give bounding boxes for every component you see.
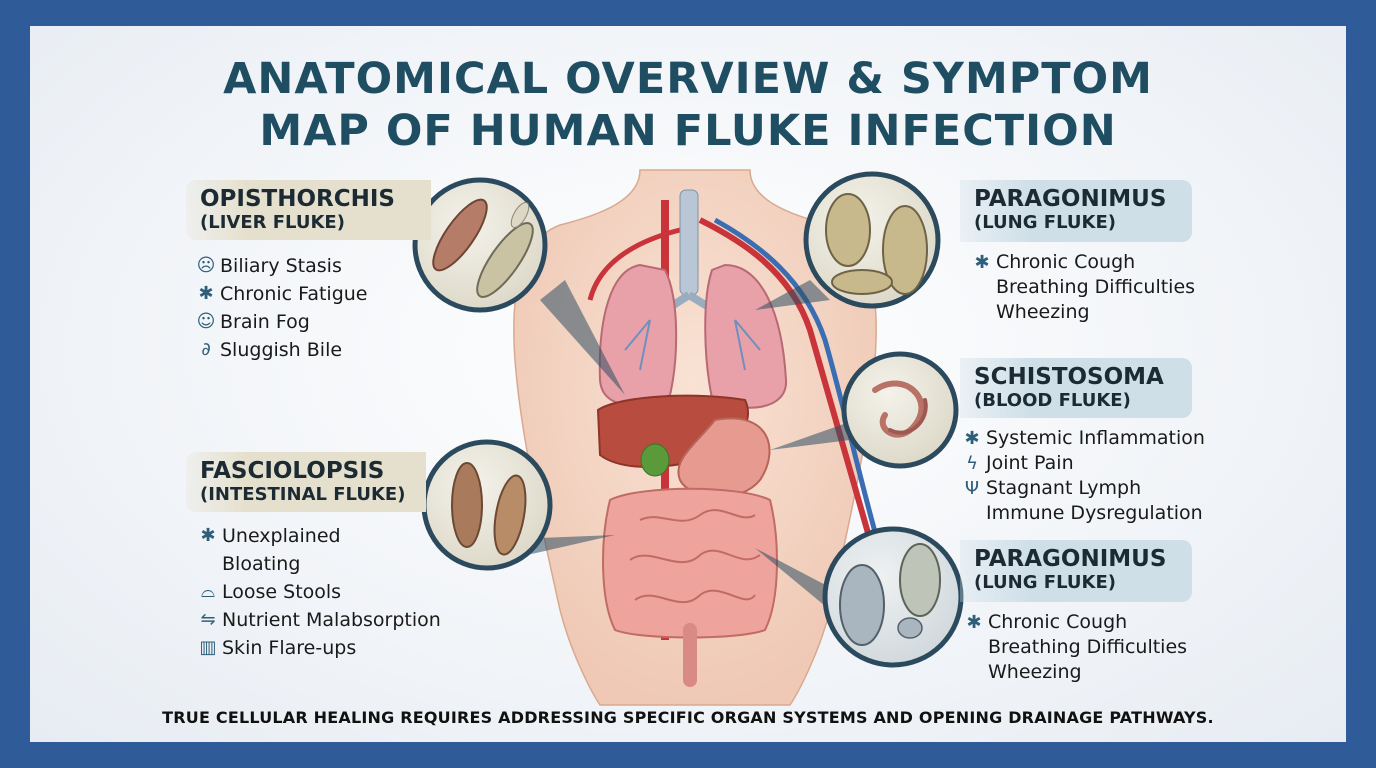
fasciolopsis-name: FASCIOLOPSIS	[200, 458, 385, 484]
symptom-item: ⇋Nutrient Malabsorption	[194, 606, 440, 634]
asterisk-icon: ✱	[966, 612, 982, 633]
stomach-icon: ∂	[201, 339, 211, 360]
liver-and-stomach	[596, 394, 771, 498]
opisthorchis-type: (LIVER FLUKE)	[200, 212, 345, 234]
schistosoma-magnifier	[841, 351, 959, 469]
symptom-item: ⌓Loose Stools	[194, 578, 441, 606]
paragonimus-bottom-label: PARAGONIMUS (LUNG FLUKE)	[960, 540, 1192, 602]
symptom-item: ☺Brain Fog	[192, 308, 367, 336]
symptom-item: Breathing Difficulties	[996, 276, 1196, 298]
opisthorchis-symptom-list: ☹Biliary Stasis ✱Chronic Fatigue ☺Brain …	[192, 252, 368, 364]
opisthorchis-label: OPISTHORCHIS (LIVER FLUKE)	[186, 180, 431, 240]
symptom-item: ✱Systemic Inflammation	[958, 426, 1204, 451]
absorption-icon: ⇋	[200, 609, 216, 630]
symptom-item: ∂Sluggish Bile	[192, 336, 367, 364]
asterisk-icon: ✱	[974, 252, 990, 273]
asterisk-icon: ✱	[964, 428, 980, 449]
asterisk-icon: ✱	[198, 283, 214, 304]
symptom-item: ✱Chronic Cough	[960, 610, 1187, 635]
paragonimus-bottom-magnifier	[822, 526, 964, 668]
symptom-item: ✱Chronic Fatigue	[192, 280, 367, 308]
paragonimus-bottom-symptom-list: ✱Chronic Cough Breathing Difficulties Wh…	[960, 610, 1187, 685]
main-title-line-1: ANATOMICAL OVERVIEW & SYMPTOM	[223, 54, 1153, 104]
symptom-item: Immune Dysregulation	[986, 502, 1203, 524]
symptom-item: Wheezing	[988, 661, 1082, 683]
lymph-icon: Ψ	[964, 478, 980, 499]
skin-icon: ▥	[199, 637, 217, 658]
main-title-line-2: MAP OF HUMAN FLUKE INFECTION	[259, 106, 1117, 156]
fasciolopsis-symptom-list: ✱Unexplained Bloating ⌓Loose Stools ⇋Nut…	[194, 522, 441, 662]
paragonimus-bottom-name: PARAGONIMUS	[974, 546, 1167, 572]
paragonimus-bottom-type: (LUNG FLUKE)	[974, 572, 1116, 594]
paragonimus-top-symptom-list: ✱Chronic Cough Breathing Difficulties Wh…	[968, 250, 1195, 325]
symptom-item: ☹Biliary Stasis	[192, 252, 367, 280]
symptom-item: Bloating	[222, 553, 301, 575]
brain-head-icon: ☺	[196, 311, 216, 332]
opisthorchis-name: OPISTHORCHIS	[200, 186, 395, 212]
footer-note: TRUE CELLULAR HEALING REQUIRES ADDRESSIN…	[162, 708, 1214, 727]
fasciolopsis-label: FASCIOLOPSIS (INTESTINAL FLUKE)	[186, 452, 426, 512]
schistosoma-label: SCHISTOSOMA (BLOOD FLUKE)	[960, 358, 1192, 418]
symptom-item: ✱Chronic Cough	[968, 250, 1195, 275]
sad-face-icon: ☹	[196, 255, 216, 276]
opisthorchis-magnifier	[412, 177, 548, 313]
symptom-item: Wheezing	[996, 301, 1090, 323]
paragonimus-top-type: (LUNG FLUKE)	[974, 212, 1116, 234]
paragonimus-top-name: PARAGONIMUS	[974, 186, 1167, 212]
schistosoma-name: SCHISTOSOMA	[974, 364, 1164, 390]
abdomen-icon: ⌓	[200, 581, 216, 602]
asterisk-icon: ✱	[200, 525, 216, 546]
paragonimus-top-magnifier	[803, 171, 941, 309]
fasciolopsis-type: (INTESTINAL FLUKE)	[200, 484, 406, 506]
paragonimus-top-label: PARAGONIMUS (LUNG FLUKE)	[960, 180, 1192, 242]
lightning-icon: ϟ	[966, 453, 978, 474]
schistosoma-type: (BLOOD FLUKE)	[974, 390, 1131, 412]
fasciolopsis-magnifier	[421, 439, 553, 571]
symptom-item: ▥Skin Flare-ups	[194, 634, 441, 662]
intestines	[602, 487, 778, 687]
symptom-item: ✱Unexplained	[194, 522, 441, 550]
symptom-item: Breathing Difficulties	[988, 636, 1188, 658]
